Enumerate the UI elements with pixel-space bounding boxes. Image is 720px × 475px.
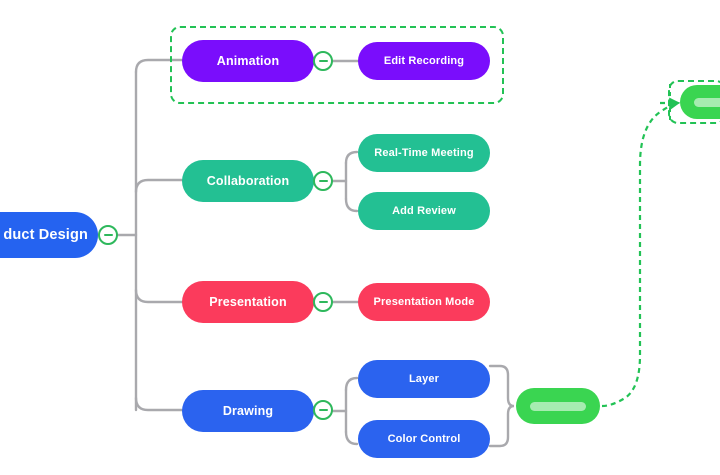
- drag-ghost-placeholder-node[interactable]: [680, 85, 720, 119]
- node-leaf-layer[interactable]: Layer: [358, 360, 490, 398]
- node-branch-animation-label: Animation: [216, 54, 280, 68]
- edge-trunk-drawing: [134, 396, 184, 412]
- node-branch-collaboration[interactable]: Collaboration: [182, 160, 314, 202]
- minus-circle-icon: [318, 301, 328, 303]
- toggle-collapse-presentation[interactable]: [313, 292, 333, 312]
- edge-collaboration-meeting: [344, 150, 359, 165]
- edge-right-bracket: [488, 364, 515, 448]
- toggle-collapse-root[interactable]: [98, 225, 118, 245]
- minus-circle-icon: [318, 60, 328, 62]
- edge-drawing-layer: [344, 376, 359, 392]
- node-branch-drawing[interactable]: Drawing: [182, 390, 314, 432]
- node-leaf-color-control-label: Color Control: [387, 433, 461, 445]
- node-branch-collaboration-label: Collaboration: [206, 174, 290, 188]
- ghost-placeholder-text-bar: [694, 97, 720, 107]
- toggle-collapse-collaboration[interactable]: [313, 171, 333, 191]
- node-branch-drawing-label: Drawing: [222, 404, 274, 418]
- node-leaf-layer-label: Layer: [408, 373, 440, 385]
- node-branch-presentation-label: Presentation: [209, 295, 287, 309]
- toggle-collapse-drawing[interactable]: [313, 400, 333, 420]
- edge-trunk-presentation: [134, 288, 184, 304]
- edge-trunk-animation: [134, 58, 184, 74]
- node-leaf-presentation-mode[interactable]: Presentation Mode: [358, 283, 490, 321]
- minus-circle-icon: [318, 409, 328, 411]
- drag-source-placeholder-node[interactable]: [516, 388, 600, 424]
- placeholder-text-bar: [530, 401, 586, 411]
- node-leaf-color-control[interactable]: Color Control: [358, 420, 490, 458]
- selected-subtree-outline[interactable]: [170, 26, 504, 104]
- node-root-product-design[interactable]: duct Design: [0, 212, 98, 258]
- minus-circle-icon: [318, 180, 328, 182]
- node-leaf-presentation-mode-label: Presentation Mode: [373, 296, 475, 308]
- node-branch-presentation[interactable]: Presentation: [182, 281, 314, 323]
- edge-collaboration-review: [344, 197, 359, 213]
- toggle-collapse-animation[interactable]: [313, 51, 333, 71]
- node-leaf-real-time-meeting-label: Real-Time Meeting: [374, 147, 474, 159]
- edge-trunk-collaboration: [134, 178, 184, 194]
- drag-path-curve: [601, 99, 681, 408]
- node-branch-animation[interactable]: Animation: [182, 40, 314, 82]
- node-leaf-add-review[interactable]: Add Review: [358, 192, 490, 230]
- minus-circle-icon: [103, 234, 113, 236]
- node-leaf-edit-recording[interactable]: Edit Recording: [358, 42, 490, 80]
- node-leaf-real-time-meeting[interactable]: Real-Time Meeting: [358, 134, 490, 172]
- node-leaf-edit-recording-label: Edit Recording: [383, 55, 465, 67]
- edge-drawing-colorcontrol: [344, 430, 359, 446]
- node-root-label: duct Design: [3, 227, 88, 243]
- node-leaf-add-review-label: Add Review: [392, 205, 456, 217]
